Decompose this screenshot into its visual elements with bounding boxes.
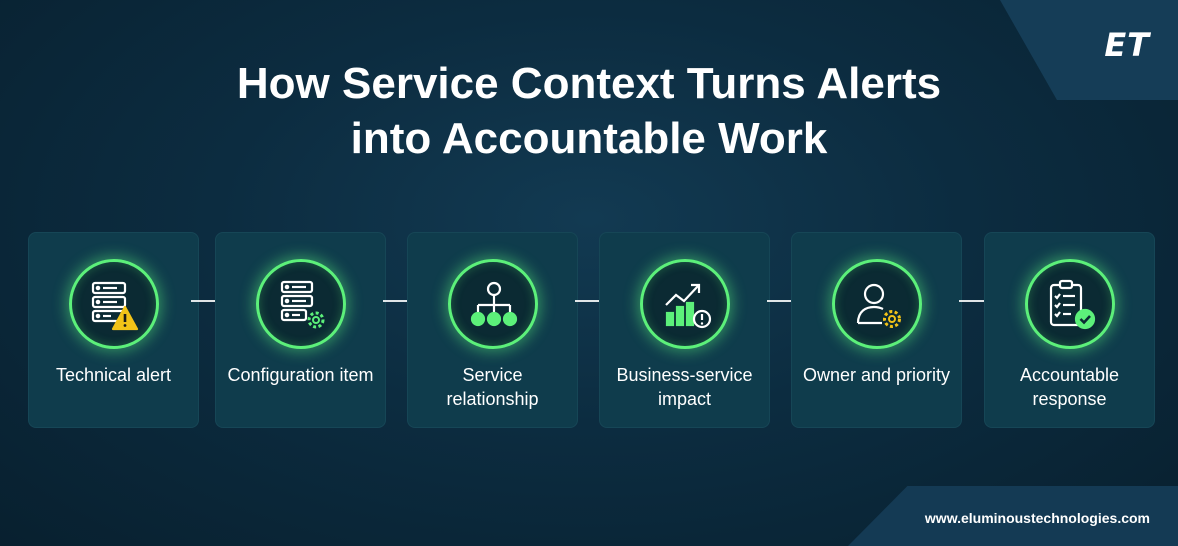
- chart-alert-icon: [639, 259, 730, 349]
- step-card-business-service-impact: Business-service impact: [599, 232, 770, 428]
- process-flow: Technical alert Configuration item: [28, 232, 1158, 428]
- step-card-owner-and-priority: Owner and priority: [791, 232, 962, 428]
- server-warning-icon: [68, 259, 159, 349]
- server-gear-icon: [255, 259, 346, 349]
- step-card-accountable-response: Accountable response: [984, 232, 1155, 428]
- brand-logo: ET: [1104, 26, 1150, 64]
- step-card-service-relationship: Service relationship: [407, 232, 578, 428]
- page-title: How Service Context Turns Alerts into Ac…: [0, 56, 1178, 166]
- step-label: Configuration item: [227, 365, 374, 385]
- checklist-check-icon: [1024, 259, 1115, 349]
- title-line-1: How Service Context Turns Alerts: [236, 59, 942, 108]
- step-label: Service relationship: [446, 365, 539, 409]
- step-label: Accountable response: [1019, 365, 1120, 409]
- step-card-technical-alert: Technical alert: [28, 232, 199, 428]
- hierarchy-icon: [447, 259, 538, 349]
- step-label: Owner and priority: [802, 365, 951, 385]
- step-label: Technical alert: [55, 365, 172, 385]
- step-card-configuration-item: Configuration item: [215, 232, 386, 428]
- title-line-2: into Accountable Work: [350, 114, 828, 163]
- user-gear-icon: [831, 259, 922, 349]
- step-label: Business-service impact: [616, 365, 753, 409]
- website-link[interactable]: www.eluminoustechnologies.com: [924, 510, 1150, 526]
- corner-decoration-bottom: [848, 486, 1178, 546]
